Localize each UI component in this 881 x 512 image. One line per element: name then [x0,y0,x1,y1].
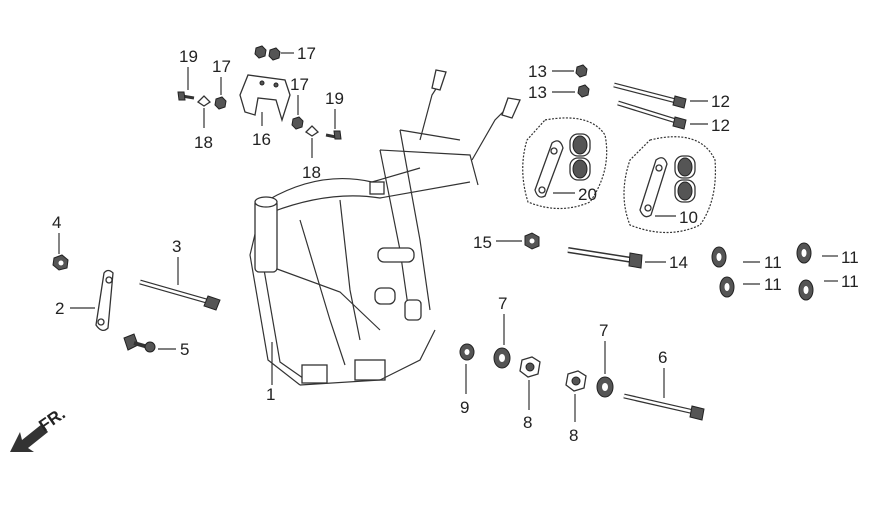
bolt-part-19a [177,91,195,101]
label-8a: 8 [523,413,532,432]
label-9: 9 [460,398,469,417]
nut-part-8a [519,356,541,378]
washer-part-18b [304,125,320,137]
bushing-kit-part-10 [623,136,717,234]
label-17a: 17 [297,44,316,63]
bolt-part-19b [325,130,342,140]
label-19a: 19 [179,47,198,66]
nut-part-17c [291,116,304,130]
label-14: 14 [669,253,688,272]
nut-part-8b [565,370,587,392]
nut-part-4 [52,254,69,271]
label-13a: 13 [528,62,547,81]
bushing-kit-part-20 [522,117,608,210]
bolt-part-12b [617,100,687,130]
collar-part-7a [493,347,511,369]
label-15: 15 [473,233,492,252]
bolt-part-5 [123,333,156,353]
label-8b: 8 [569,426,578,445]
label-19b: 19 [325,89,344,108]
washer-part-9 [459,343,475,361]
bolt-part-12a [613,82,687,109]
label-6: 6 [658,348,667,367]
label-4: 4 [52,213,61,232]
label-7a: 7 [498,294,507,313]
label-18a: 18 [194,133,213,152]
nut-part-13a [575,64,588,78]
nut-part-17a [254,45,281,61]
label-13b: 13 [528,83,547,102]
nut-part-13b [577,84,590,98]
bolt-part-6 [623,393,705,421]
front-direction-arrow-icon [10,424,48,452]
bolt-part-14 [567,247,643,269]
label-12a: 12 [711,92,730,111]
label-17c: 17 [290,75,309,94]
label-12b: 12 [711,116,730,135]
label-20: 20 [578,185,597,204]
nut-part-17b [214,96,227,110]
label-11a: 11 [764,253,782,272]
bracket-part-16 [239,74,291,123]
label-2: 2 [55,299,64,318]
collar-part-11b [796,242,812,264]
bracket-part-2 [95,269,114,332]
collar-part-11c [719,276,735,298]
label-11b: 11 [841,248,859,267]
label-16: 16 [252,130,271,149]
collar-part-11d [798,279,814,301]
label-11d: 11 [841,272,859,291]
bolt-part-3 [139,279,221,311]
collar-part-7b [596,376,614,398]
label-1: 1 [266,385,275,404]
washer-part-18a [196,95,212,107]
label-3: 3 [172,237,181,256]
label-5: 5 [180,340,189,359]
nut-part-15 [524,232,540,250]
collar-part-11a [711,246,727,268]
label-11c: 11 [764,275,782,294]
label-7b: 7 [599,321,608,340]
main-frame [249,69,521,386]
label-18b: 18 [302,163,321,182]
label-17b: 17 [212,57,231,76]
label-10: 10 [679,208,698,227]
